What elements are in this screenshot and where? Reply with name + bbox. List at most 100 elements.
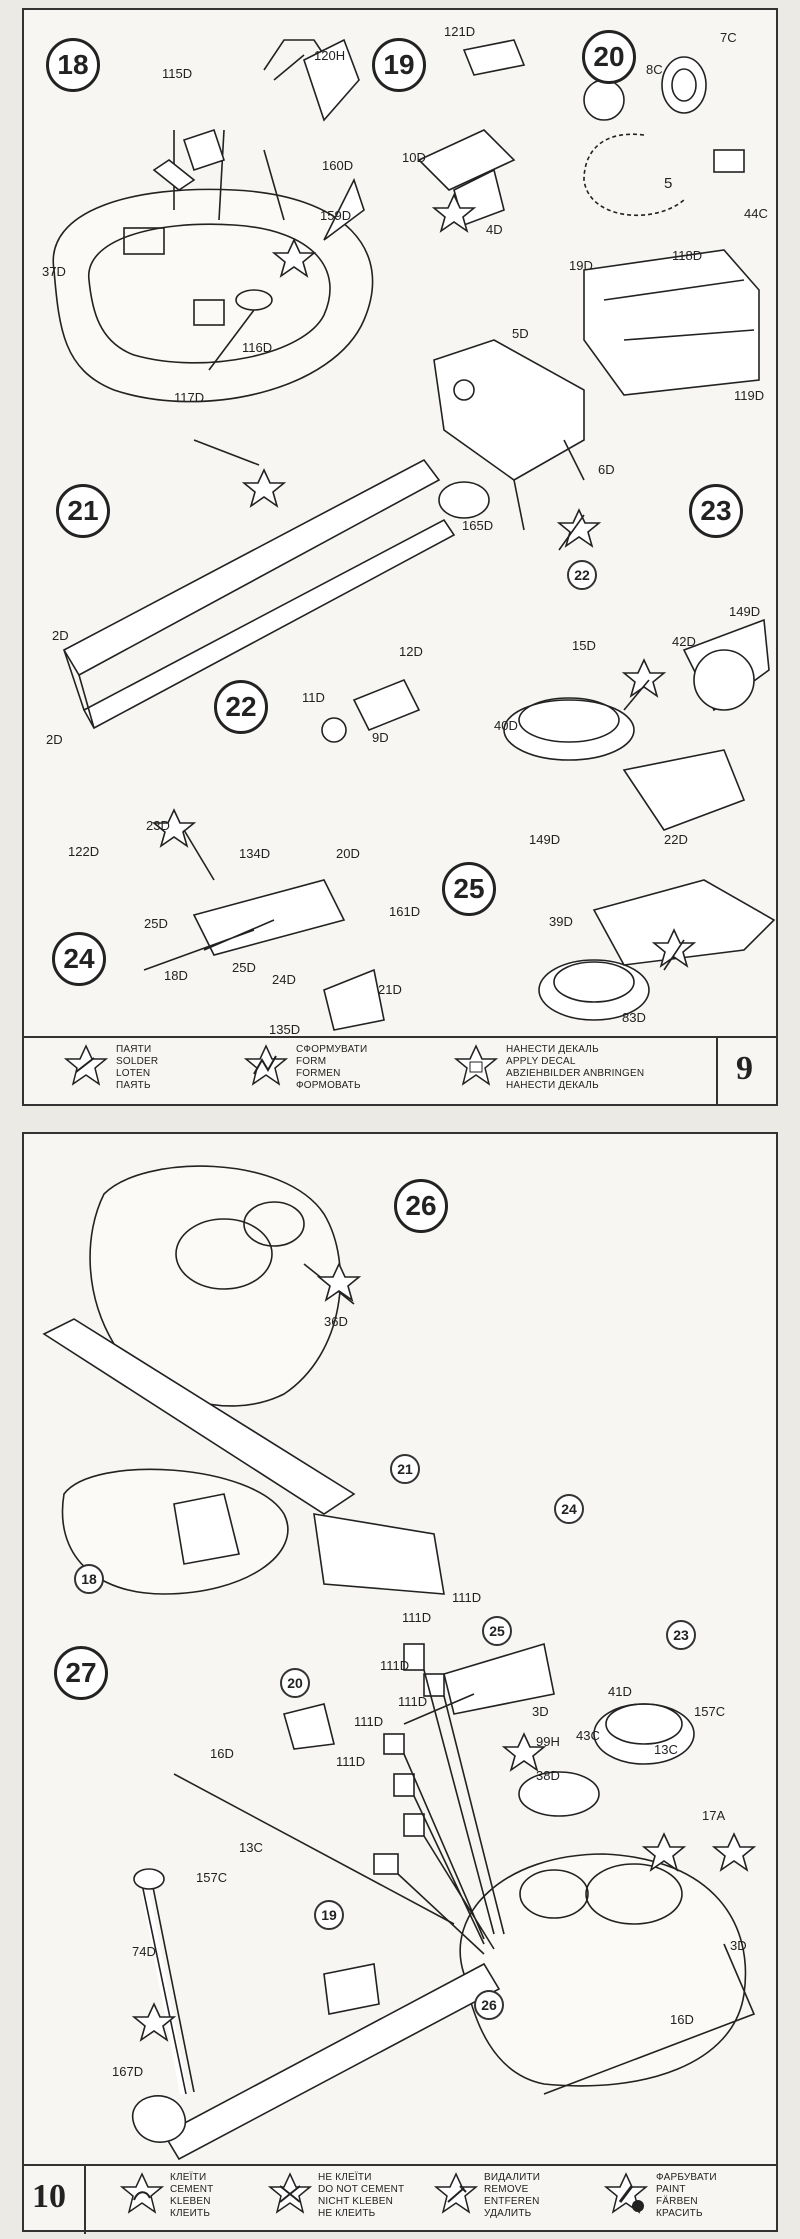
part-label: 38D [536,1768,560,1783]
part-label: 7C [720,30,737,45]
part-label: 15D [572,638,596,653]
step-27-number: 27 [54,1646,108,1700]
do-not-cement-icon [268,2172,312,2214]
ref-24-badge: 24 [554,1494,584,1524]
part-label: 3D [730,1938,747,1953]
part-label: 24D [272,972,296,987]
step-22-reference: 22 [567,560,597,590]
part-label: 25D [144,916,168,931]
part-label: 111D [452,1590,482,1605]
part-label: 165D [462,518,494,533]
part-label: 117D [174,390,205,405]
part-label: 11D [302,690,325,705]
part-label: 12D [399,644,423,659]
form-icon [244,1044,288,1086]
page10-assembly-drawing [42,1165,757,2161]
step-23-number: 23 [689,484,743,538]
cement-icon [120,2172,164,2214]
part-label: 5D [512,326,529,341]
part-label: 8C [646,62,663,77]
step-25-number: 25 [442,862,496,916]
part-label: 122D [68,844,100,859]
part-label: 121D [444,24,476,39]
part-label: 167D [112,2064,144,2079]
part-label: 3D [532,1704,549,1719]
part-label: 13C [239,1840,263,1855]
part-label: 16D [670,2012,694,2027]
ref-23-badge: 23 [666,1620,696,1650]
step-19-number: 19 [372,38,426,92]
part-label: 19D [569,258,593,273]
part-label: 13C [654,1742,678,1757]
part-label: 111D [336,1754,366,1769]
part-label: 157C [196,1870,228,1885]
part-label: 20D [336,846,360,861]
part-label: 18D [164,968,188,983]
part-label: 116D [242,340,273,355]
part-label: 41D [608,1684,632,1699]
part-label: 36D [324,1314,348,1329]
part-label: 83D [622,1010,646,1025]
part-label: 111D [402,1610,432,1625]
paint-icon [604,2172,648,2214]
part-label: 2D [46,732,63,747]
part-label: 17A [702,1808,726,1823]
part-label: 120H [314,48,346,63]
part-label: 43C [576,1728,600,1743]
instruction-page-9: 18 19 20 21 23 22 25 24 121D 120H 115D 7… [22,8,778,1106]
part-label: 25D [232,960,256,975]
part-label: 111D [398,1694,428,1709]
ref-26-badge: 26 [474,1990,504,2020]
step-18-number: 18 [46,38,100,92]
part-label: 157C [694,1704,726,1719]
part-label: 6D [598,462,615,477]
part-label: 9D [372,730,389,745]
part-label: 40D [494,718,518,733]
ref-25-badge: 25 [482,1616,512,1646]
part-label: 111D [380,1658,410,1673]
page-number-box: 10 [24,2166,86,2234]
solder-icon [64,1044,108,1086]
part-label: 135D [269,1022,301,1037]
part-label: 37D [42,264,66,279]
step-21-number: 21 [56,484,110,538]
page9-assembly-drawing [52,38,776,1031]
part-label: 159D [320,208,352,223]
part-label: 5 [664,175,673,192]
step-24-number: 24 [52,932,106,986]
part-label: 119D [734,388,765,403]
part-label: 74D [132,1944,156,1959]
part-label: 10D [402,150,426,165]
step-26-number: 26 [394,1179,448,1233]
part-label: 44C [744,206,768,221]
step-20-number: 20 [582,30,636,84]
ref-21-badge: 21 [390,1454,420,1484]
page-number: 10 [32,2178,66,2215]
part-label: 111D [354,1714,384,1729]
step-22-number: 22 [214,680,268,734]
remove-icon [434,2172,478,2214]
part-label: 161D [389,904,421,919]
apply-decal-icon [454,1044,498,1086]
ref-19-badge: 19 [314,1900,344,1930]
part-label: 99H [536,1734,560,1749]
page-number: 9 [736,1050,753,1087]
part-label: 42D [672,634,696,649]
part-label: 21D [378,982,402,997]
part-label: 4D [486,222,503,237]
part-label: 115D [162,66,193,81]
part-label: 149D [729,604,761,619]
part-label: 118D [672,248,703,263]
part-label: 134D [239,846,271,861]
instruction-page-10: 26 27 21 24 18 25 23 20 19 26 36D 111D 1… [22,1132,778,2234]
part-label: 23D [146,818,170,833]
